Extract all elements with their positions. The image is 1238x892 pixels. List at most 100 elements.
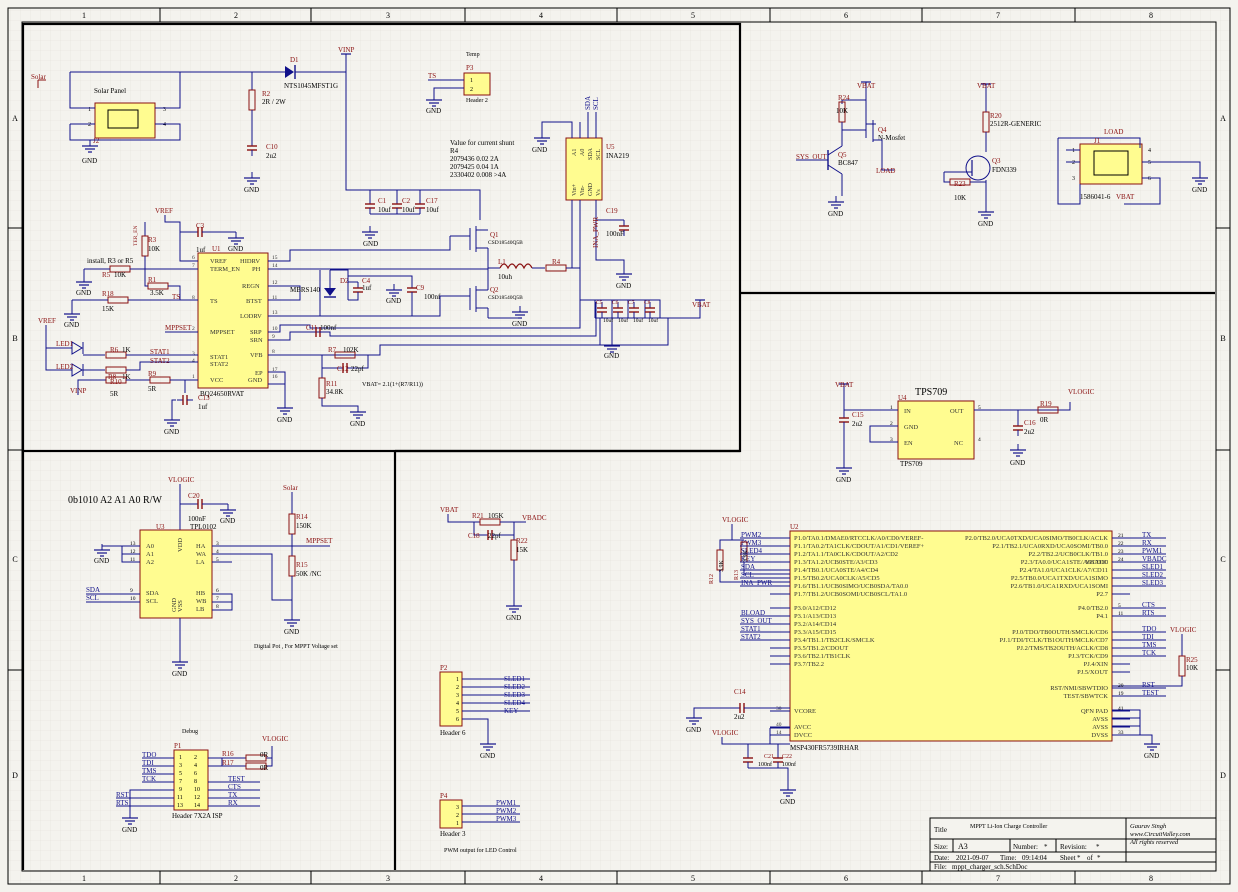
mcu-pin-left-14: P3.6/TB2.1/TB1CLK (794, 653, 851, 660)
svg-text:3: 3 (216, 541, 219, 547)
net-sda-u5: SDA (584, 96, 592, 110)
svg-text:install, R3 or R5: install, R3 or R5 (87, 257, 134, 265)
mcu-pin-left-12: P3.4/TB1.1/TB2CLK/SMCLK (794, 637, 875, 644)
svg-text:GND: GND (978, 220, 993, 228)
net-ts-u1: TS (172, 293, 180, 301)
svg-text:GND: GND (532, 146, 547, 154)
net-sled3-mcu: SLED3 (1142, 579, 1164, 587)
p1-header (173, 749, 209, 811)
svg-text:Sheet: Sheet (1060, 854, 1076, 862)
svg-text:CSD18540Q5B: CSD18540Q5B (488, 295, 523, 301)
svg-text:R3: R3 (148, 236, 157, 244)
svg-text:C18: C18 (468, 532, 480, 540)
mcu-pin-right-19: QFN PAD (1081, 708, 1108, 715)
svg-text:7: 7 (216, 596, 219, 602)
mcu-pin-left-1: P1.1/TA0.2/TA1CLK/CDOUT/A1/CD1/VEREF+ (794, 543, 924, 550)
svg-text:8: 8 (1149, 874, 1153, 883)
mcu-pin-right-num-0: 21 (1118, 533, 1124, 539)
svg-text:WB: WB (196, 598, 207, 605)
section-frames (21, 22, 1215, 870)
net-pwm1-p4: PWM1 (496, 799, 517, 807)
svg-text:5: 5 (216, 557, 219, 563)
svg-text:U1: U1 (212, 245, 221, 253)
svg-text:Temp: Temp (466, 52, 480, 58)
svg-text:MSP430FR5739IRHAR: MSP430FR5739IRHAR (790, 744, 859, 752)
net-sys-out-q5: SYS_OUT (796, 153, 827, 161)
net-rx-mcu: RX (1142, 539, 1152, 547)
net-pwm1-mcu: PWM1 (1142, 547, 1163, 555)
zone-col-4: 4 (539, 11, 543, 20)
svg-text:1: 1 (456, 677, 459, 683)
net-vbat-r20: VBAT (977, 82, 996, 90)
svg-text:12: 12 (130, 549, 136, 555)
svg-text:EN: EN (904, 440, 913, 447)
svg-text:5R: 5R (110, 390, 119, 398)
svg-text:2: 2 (470, 87, 473, 93)
svg-text:GND: GND (780, 798, 795, 806)
mcu-pin-right-num-1: 22 (1118, 541, 1124, 547)
p2-header (439, 671, 463, 727)
net-mppset-u1: MPPSET (165, 324, 192, 332)
svg-text:1: 1 (88, 107, 91, 113)
svg-text:MBRS140: MBRS140 (290, 286, 320, 294)
svg-text:R4: R4 (552, 258, 561, 266)
svg-text:GND: GND (94, 557, 109, 565)
svg-text:6: 6 (216, 588, 219, 594)
svg-text:GND: GND (904, 424, 918, 431)
svg-text:0R: 0R (260, 751, 269, 759)
net-stat2-u1: STAT2 (150, 357, 170, 365)
svg-text:C16: C16 (1024, 419, 1036, 427)
net-vref-led: VREF (38, 317, 56, 325)
svg-text:6: 6 (456, 717, 459, 723)
svg-text:C17: C17 (426, 197, 438, 205)
svg-text:C5: C5 (596, 300, 603, 306)
svg-text:100nf: 100nf (758, 761, 772, 768)
svg-text:GND: GND (76, 289, 91, 297)
svg-text:13: 13 (130, 541, 136, 547)
net-stat1-mcu: STAT1 (741, 625, 761, 633)
svg-text:R17: R17 (222, 759, 234, 767)
svg-text:Gaurav Singh: Gaurav Singh (1130, 823, 1166, 830)
net-sys-out-mcu: SYS_OUT (741, 617, 772, 625)
svg-text:09:14:04: 09:14:04 (1022, 854, 1047, 862)
mcu-pin-left-num-18: 14 (776, 730, 782, 736)
schematic-title: MPPT Li-Ion Charge Controller (970, 824, 1047, 830)
svg-text:102K: 102K (343, 346, 359, 354)
svg-text:2u2: 2u2 (1024, 428, 1035, 436)
svg-text:8: 8 (192, 295, 195, 301)
svg-text:5: 5 (1148, 160, 1151, 166)
p2-header-section: P2 Header 6 1 2 3 4 5 6 SLED1 SLED2 SLED… (439, 664, 530, 760)
net-vlogic-dvcc: VLOGIC (712, 729, 739, 737)
svg-text:A3: A3 (958, 842, 968, 851)
net-sled1-p2: SLED1 (504, 675, 526, 683)
svg-text:R6: R6 (110, 346, 119, 354)
svg-text:SDA: SDA (146, 590, 159, 597)
svg-text:OUT: OUT (950, 408, 963, 415)
svg-text:2R / 2W: 2R / 2W (262, 98, 286, 106)
svg-text:8: 8 (194, 779, 197, 785)
zone-row-d: D (12, 771, 18, 780)
svg-text:VCC: VCC (210, 377, 223, 384)
svg-text:11: 11 (130, 557, 136, 563)
svg-text:7: 7 (179, 779, 182, 785)
svg-text:15: 15 (272, 255, 278, 261)
svg-text:J1: J1 (1094, 137, 1101, 145)
net-vref-top: VREF (155, 207, 173, 215)
mcu-pin-right-3: VBADC (1085, 559, 1108, 566)
svg-text:6: 6 (1148, 176, 1151, 182)
mcu-pin-left-15: P3.7/TB2.2 (794, 661, 824, 668)
net-ts-p3: TS (428, 72, 436, 80)
mcu-pin-left-8: P3.0/A12/CD12 (794, 605, 836, 612)
svg-text:Size:: Size: (934, 843, 948, 851)
svg-text:3: 3 (179, 763, 182, 769)
svg-text:C4: C4 (362, 277, 371, 285)
svg-text:1: 1 (456, 821, 459, 827)
svg-text:BTST: BTST (246, 298, 262, 305)
svg-text:C12: C12 (337, 365, 349, 373)
svg-text:100nf: 100nf (782, 761, 796, 768)
svg-text:15K: 15K (516, 546, 528, 554)
p4-note: PWM output for LED Control (444, 847, 517, 854)
zone-row-b: B (12, 334, 17, 343)
net-vbat-charger: VBAT (692, 301, 711, 309)
svg-text:R18: R18 (102, 290, 114, 298)
